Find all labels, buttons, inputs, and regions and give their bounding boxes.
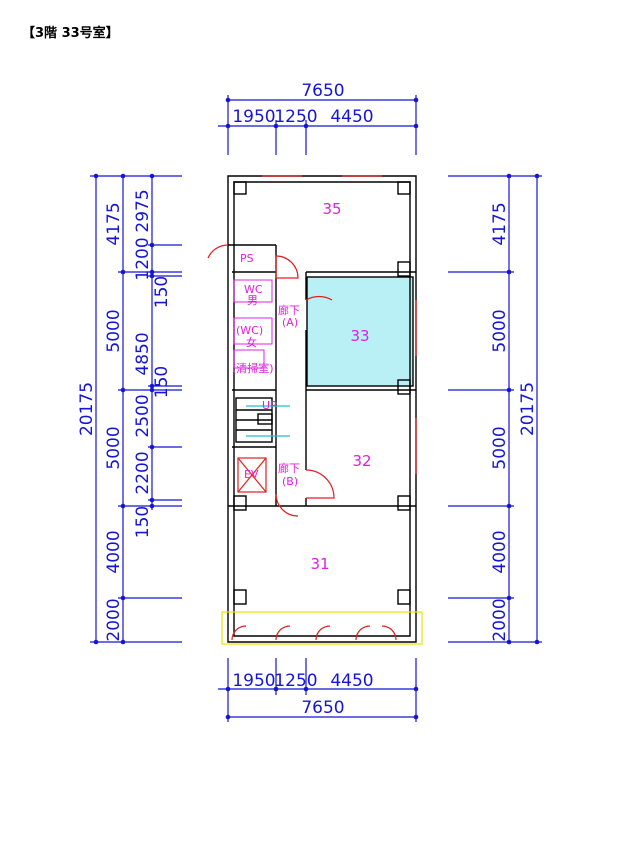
corridor-a-sub-label: (A) bbox=[282, 316, 298, 329]
dim-left-inner-1: 2975 bbox=[133, 189, 153, 232]
dim-left-inner-3: 150 bbox=[152, 276, 172, 308]
dim-right-part-4: 4000 bbox=[490, 530, 510, 573]
wc-label: WC bbox=[244, 283, 263, 296]
dim-right-part-1: 4175 bbox=[490, 202, 510, 245]
dim-right-part-3: 5000 bbox=[490, 426, 510, 469]
dim-left-total: 20175 bbox=[77, 382, 97, 436]
corridor-a-label: 廊下 bbox=[278, 303, 300, 317]
dim-bottom-part-3: 4450 bbox=[330, 671, 373, 691]
dim-bottom-part-1: 1950 bbox=[232, 671, 275, 691]
service-core bbox=[233, 279, 290, 493]
dim-top-part-2: 1250 bbox=[274, 107, 317, 127]
dim-left-inner-2: 1200 bbox=[133, 237, 153, 280]
wc-men-label: 男 bbox=[247, 294, 258, 307]
dim-top-part-3: 4450 bbox=[330, 107, 373, 127]
top-dimensions: 7650 1950 1250 4450 bbox=[218, 81, 419, 155]
room-32-label: 32 bbox=[352, 452, 371, 470]
dim-top-total: 7650 bbox=[301, 81, 344, 101]
dim-right-part-2: 5000 bbox=[490, 309, 510, 352]
dim-left-part-4: 4000 bbox=[104, 530, 124, 573]
dim-bottom-part-2: 1250 bbox=[274, 671, 317, 691]
room-35-label: 35 bbox=[322, 200, 341, 218]
corridor-b-sub-label: (B) bbox=[282, 475, 298, 488]
dim-left-part-3: 5000 bbox=[104, 426, 124, 469]
stair-up-label: UP bbox=[262, 399, 277, 412]
doors bbox=[207, 175, 423, 645]
dim-left-inner-5: 150 bbox=[152, 366, 172, 398]
dim-right-part-5: 2000 bbox=[490, 598, 510, 641]
dim-left-part-1: 4175 bbox=[104, 202, 124, 245]
unit-33-highlight bbox=[306, 276, 414, 387]
dim-left-inner-6: 2500 bbox=[133, 394, 153, 437]
dim-left-inner-4: 4850 bbox=[133, 332, 153, 375]
dim-left-part-2: 5000 bbox=[104, 309, 124, 352]
dim-right-total: 20175 bbox=[518, 382, 538, 436]
wc-women-label: (WC) bbox=[236, 324, 263, 337]
left-dimensions: 20175 4175 5000 5000 4000 2000 2975 1200… bbox=[77, 173, 182, 645]
dim-bottom-total: 7650 bbox=[301, 698, 344, 718]
bottom-dimensions: 1950 1250 4450 7650 bbox=[218, 658, 419, 722]
wc-women-sub-label: 女 bbox=[246, 335, 257, 349]
room-33-label: 33 bbox=[350, 327, 369, 345]
ps-label: PS bbox=[240, 252, 254, 265]
dim-left-part-5: 2000 bbox=[104, 598, 124, 641]
room-31-label: 31 bbox=[310, 555, 329, 573]
right-dimensions: 4175 5000 5000 4000 2000 20175 bbox=[448, 173, 542, 645]
building-walls bbox=[227, 175, 417, 643]
corridor-b-label: 廊下 bbox=[278, 461, 300, 475]
ev-label: EV bbox=[244, 468, 259, 481]
dim-left-inner-8: 150 bbox=[133, 506, 153, 538]
page-title: 【3階 33号室】 bbox=[22, 26, 119, 41]
dim-top-part-1: 1950 bbox=[232, 107, 275, 127]
dim-left-inner-7: 2200 bbox=[133, 451, 153, 494]
cleaning-room-label: (清掃室) bbox=[232, 361, 274, 375]
